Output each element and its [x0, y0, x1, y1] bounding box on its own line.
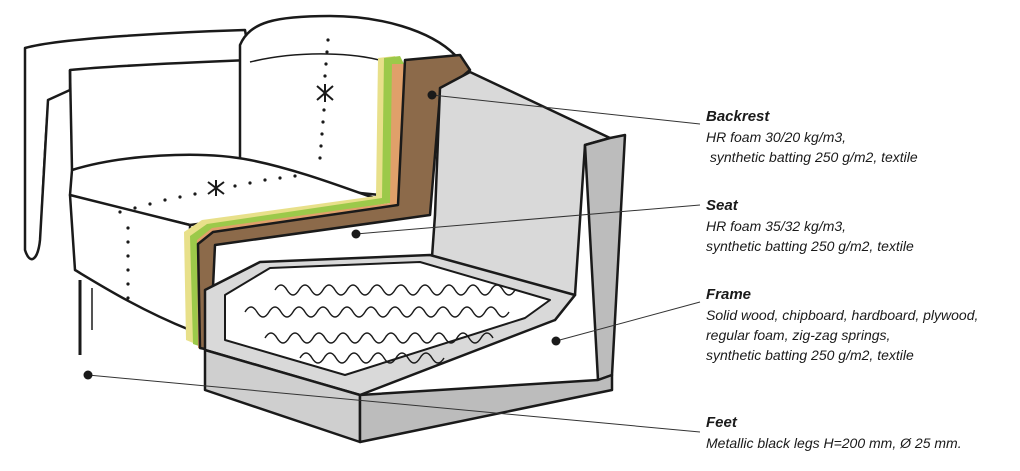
- leader-line-frame: [555, 301, 701, 342]
- callout-feet: Feet Metallic black legs H=200 mm, Ø 25 …: [706, 413, 962, 453]
- seat-stitching: [118, 174, 297, 300]
- callout-line: synthetic batting 250 g/m2, textile: [706, 347, 914, 363]
- backrest-tuft-button-icon: [316, 84, 334, 102]
- callout-line: synthetic batting 250 g/m2, textile: [706, 238, 914, 254]
- seat-tuft-button-icon: [207, 180, 225, 196]
- callout-backrest: Backrest HR foam 30/20 kg/m3, synthetic …: [706, 107, 918, 167]
- callout-line: regular foam, zig-zag springs,: [706, 327, 891, 343]
- callout-line: synthetic batting 250 g/m2, textile: [706, 149, 918, 165]
- callout-line: Metallic black legs H=200 mm, Ø 25 mm.: [706, 435, 962, 451]
- callout-title: Frame: [706, 286, 752, 303]
- backrest-stitching: [318, 38, 330, 160]
- callout-frame: Frame Solid wood, chipboard, hardboard, …: [706, 285, 978, 365]
- leader-markers: [83, 90, 561, 380]
- callout-title: Backrest: [706, 108, 770, 125]
- marker-seat: [351, 229, 361, 239]
- callout-seat: Seat HR foam 35/32 kg/m3, synthetic batt…: [706, 196, 914, 256]
- callout-line: HR foam 30/20 kg/m3,: [706, 129, 847, 145]
- zig-zag-springs: [244, 284, 516, 364]
- leader-lines: [87, 94, 701, 433]
- callout-line: Solid wood, chipboard, hardboard, plywoo…: [706, 307, 979, 323]
- left-armrest: [23, 28, 252, 261]
- marker-feet: [83, 370, 93, 380]
- callout-line: HR foam 35/32 kg/m3,: [706, 218, 847, 234]
- leader-line-backrest: [431, 94, 701, 125]
- batting-layers: [184, 56, 410, 352]
- leader-line-seat: [355, 204, 701, 235]
- callout-title: Feet: [706, 414, 737, 431]
- marker-frame: [551, 336, 561, 346]
- spring-panel: [224, 261, 551, 376]
- marker-backrest: [427, 90, 437, 100]
- callout-title: Seat: [706, 197, 738, 214]
- leader-line-feet: [87, 374, 701, 433]
